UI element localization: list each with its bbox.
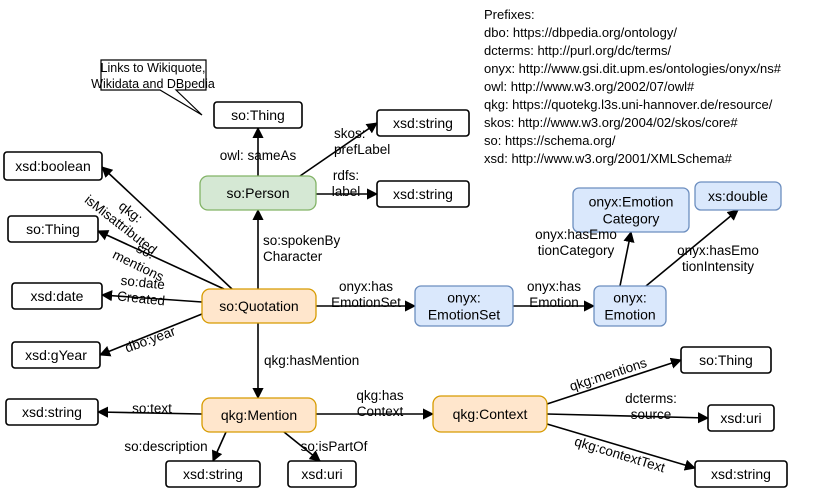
- callout-text: Links to Wikiquote,Wikidata and DBpedia: [91, 61, 215, 91]
- prefix-line: onyx: http://www.gsi.dit.upm.es/ontologi…: [484, 61, 781, 76]
- node-xs-double: xs:double: [694, 181, 782, 211]
- node-xsd-string-desc: xsd:string: [165, 460, 261, 488]
- node-context: qkg:Context: [432, 395, 548, 433]
- prefixes-title: Prefixes:: [484, 7, 535, 22]
- edge-dcterms-source: [546, 412, 710, 424]
- edge-so-mentions: [96, 230, 225, 290]
- node-label: xsd:string: [711, 466, 771, 482]
- prefix-line: dbo: https://dbpedia.org/ontology/: [484, 25, 677, 40]
- prefix-line: qkg: https://quotekg.l3s.uni-hannover.de…: [484, 97, 773, 112]
- node-label: xsd:uri: [720, 410, 761, 426]
- edge-label-is-part-of: so:isPartOf: [301, 439, 368, 454]
- edge-is-part-of: [283, 431, 321, 462]
- node-thing-right: so:Thing: [680, 346, 772, 374]
- edge-label-has-mention: qkg:hasMention: [264, 353, 359, 368]
- node-label: xsd:boolean: [15, 158, 91, 174]
- node-label: xs:double: [708, 188, 768, 204]
- edge-label-so-text: so:text: [132, 401, 172, 416]
- node-xsd-string-pref: xsd:string: [376, 109, 470, 137]
- node-xsd-boolean: xsd:boolean: [3, 151, 103, 181]
- node-label: so:Person: [226, 185, 289, 201]
- prefix-line: skos: http://www.w3.org/2004/02/skos/cor…: [484, 115, 738, 130]
- node-label: so:Quotation: [219, 298, 298, 314]
- edge-label-pref-label: skos:prefLabel: [334, 126, 390, 157]
- node-thing-left: so:Thing: [7, 215, 99, 243]
- edge-qkg-mentions: [546, 357, 683, 405]
- edge-misattributed: [101, 166, 233, 290]
- prefixes-legend: Prefixes: dbo: https://dbpedia.org/ontol…: [484, 6, 781, 168]
- edge-label-date-created: so:dateCreated: [116, 273, 167, 309]
- node-xsd-gyear: xsd:gYear: [11, 341, 101, 369]
- edge-label-rdfs-label: rdfs:label: [332, 168, 361, 199]
- node-label: onyx:EmotionSet: [428, 290, 500, 323]
- edge-dbo-year: [98, 313, 203, 357]
- prefix-line: so: https://schema.org/: [484, 133, 616, 148]
- node-xsd-uri-source: xsd:uri: [707, 404, 775, 432]
- edge-label-context-text: qkg:contextText: [573, 434, 667, 476]
- node-emotion-set: onyx:EmotionSet: [414, 285, 514, 327]
- node-label: so:Thing: [231, 107, 285, 123]
- edge-pref-label: [299, 122, 378, 177]
- callout-bubble: [100, 59, 207, 116]
- node-label: xsd:uri: [301, 466, 342, 482]
- node-xsd-date: xsd:date: [11, 282, 103, 310]
- node-xsd-uri-part: xsd:uri: [287, 460, 357, 488]
- node-quotation: so:Quotation: [201, 288, 317, 324]
- node-xsd-string-text: xsd:string: [5, 398, 99, 426]
- edge-label-dcterms-source: dcterms:source: [625, 391, 677, 422]
- node-emotion: onyx:Emotion: [593, 285, 667, 327]
- node-label: xsd:string: [22, 404, 82, 420]
- node-thing-top: so:Thing: [213, 101, 303, 129]
- node-label: xsd:gYear: [25, 347, 87, 363]
- prefix-line: dcterms: http://purl.org/dc/terms/: [484, 43, 672, 58]
- node-label: xsd:date: [31, 288, 84, 304]
- edge-label-dbo-year: dbo:year: [123, 323, 178, 355]
- prefix-line: xsd: http://www.w3.org/2001/XMLSchema#: [484, 151, 732, 166]
- edge-date-created: [100, 290, 203, 303]
- node-label: onyx:Emotion: [604, 290, 655, 323]
- node-label: so:Thing: [699, 352, 753, 368]
- edge-so-text: [96, 406, 203, 418]
- edge-has-emotion-intensity: [645, 209, 739, 287]
- edge-has-emotion-category: [619, 230, 635, 287]
- node-label: so:Thing: [26, 221, 80, 237]
- edge-context-text: [546, 423, 697, 471]
- node-label: qkg:Context: [453, 406, 528, 422]
- node-xsd-string-ctx: xsd:string: [694, 460, 788, 488]
- node-mention: qkg:Mention: [201, 397, 317, 433]
- node-label: xsd:string: [393, 115, 453, 131]
- node-label: xsd:string: [183, 466, 243, 482]
- edge-so-description: [212, 431, 227, 463]
- node-label: xsd:string: [393, 186, 453, 202]
- edge-label-so-description: so:description: [124, 439, 207, 454]
- node-xsd-string-label: xsd:string: [376, 180, 470, 208]
- prefix-line: owl: http://www.w3.org/2002/07/owl#: [484, 79, 695, 94]
- edge-label-same-as: owl: sameAs: [220, 148, 297, 163]
- node-label: qkg:Mention: [221, 407, 297, 423]
- node-person: so:Person: [199, 175, 317, 211]
